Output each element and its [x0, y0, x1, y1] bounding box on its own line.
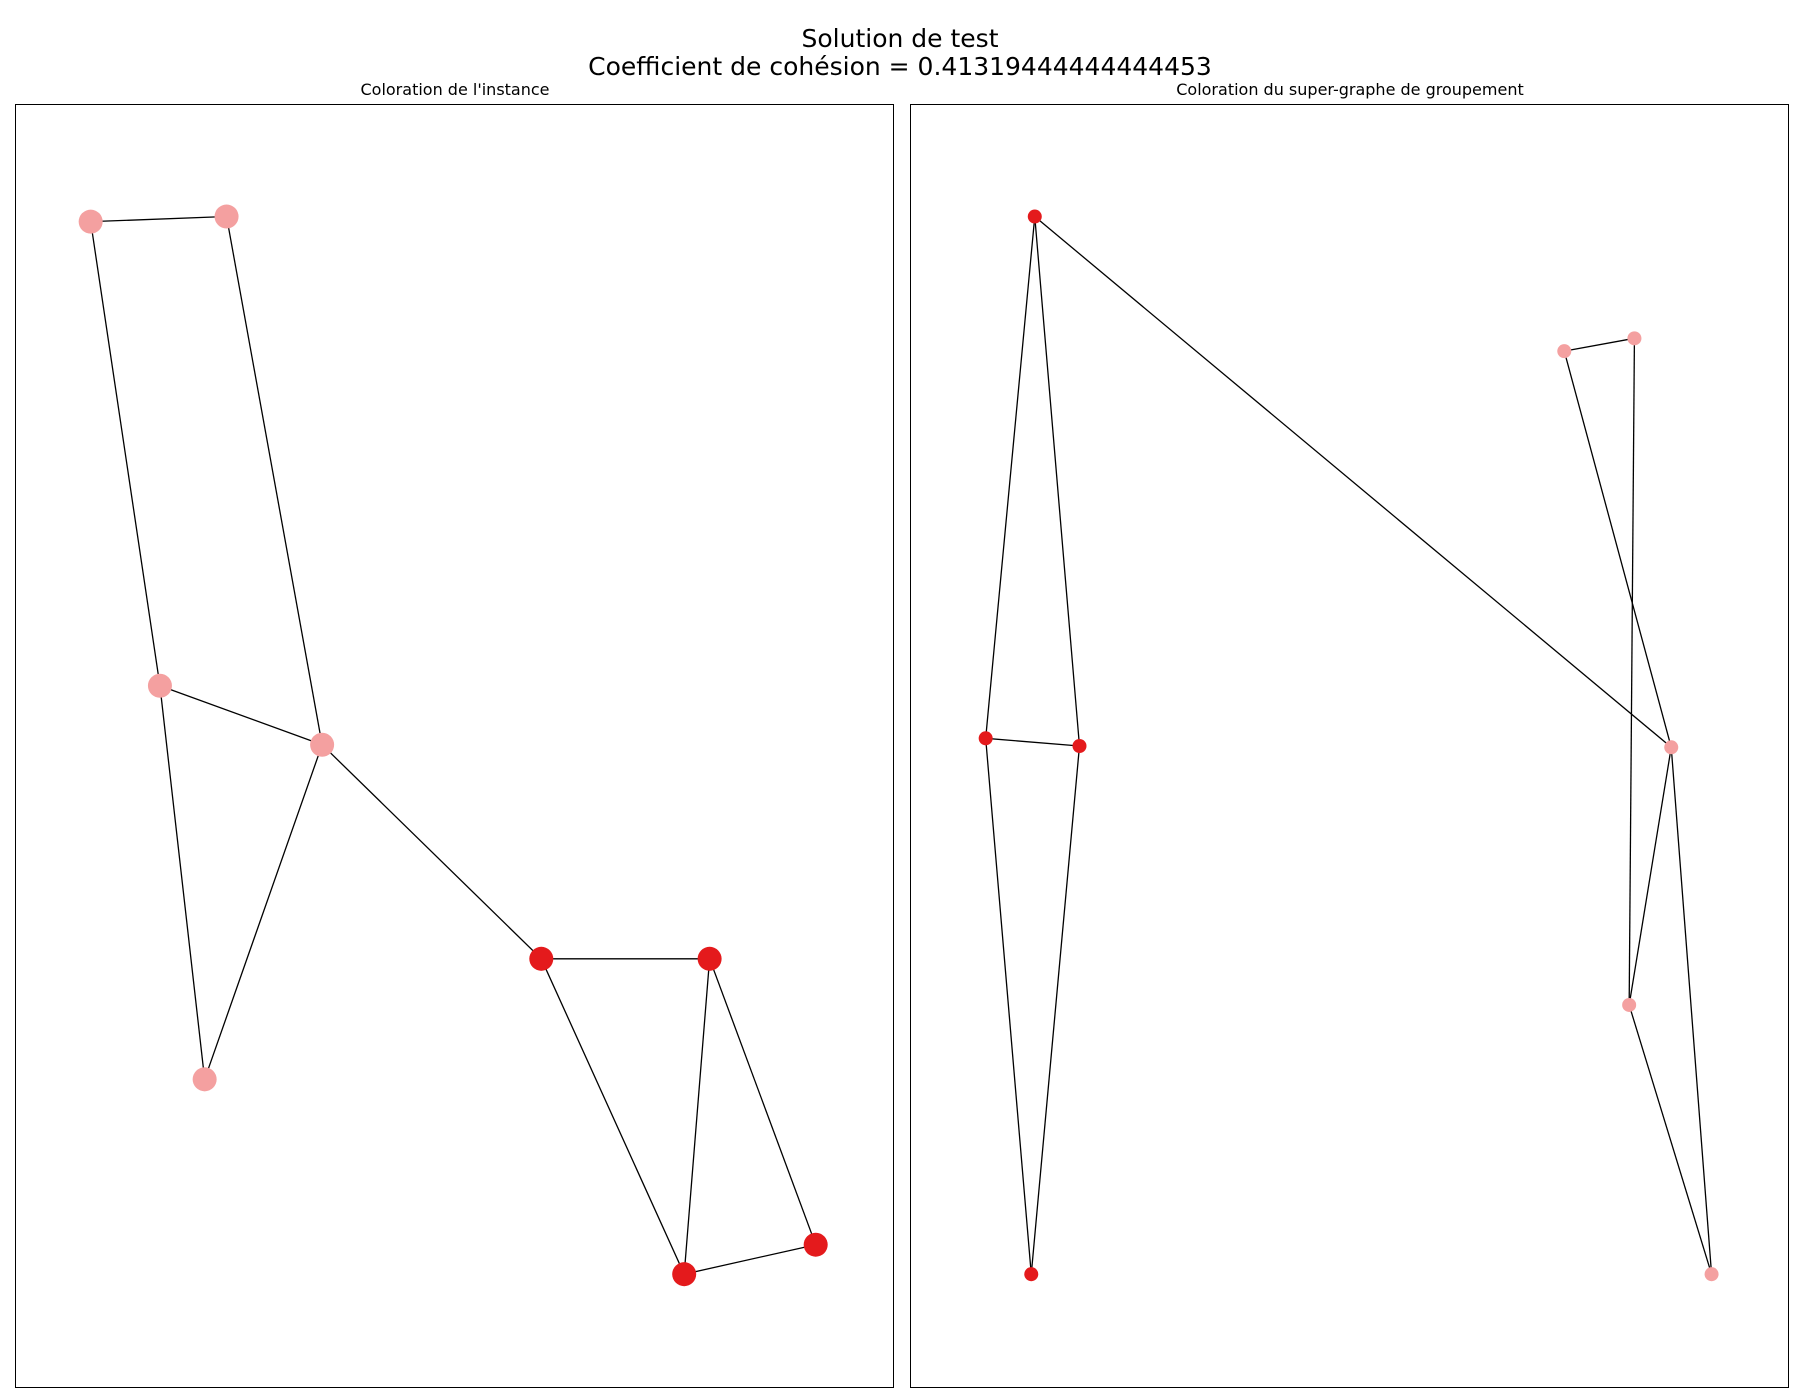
graph-edge-n8-n9: [684, 1244, 816, 1275]
graph-node-s6: [1627, 331, 1642, 346]
graph-edge-n3-n5: [159, 685, 206, 1080]
graph-edge-s2-s3: [985, 737, 1080, 747]
graph-edge-n4-n6: [321, 744, 542, 960]
graph-edge-s5-s7: [1563, 350, 1672, 748]
left-panel-title: Coloration de l'instance: [360, 80, 550, 99]
graph-node-n7: [697, 946, 722, 971]
graph-node-s3: [1072, 738, 1087, 754]
graph-edge-s3-s4: [1030, 745, 1081, 1275]
graph-node-s2: [978, 731, 993, 746]
graph-node-s5: [1557, 344, 1572, 359]
graph-node-s9: [1704, 1267, 1719, 1282]
instance-graph: [78, 204, 828, 1287]
instance-graph-panel: [15, 104, 894, 1388]
supergraph-panel: [910, 104, 1789, 1388]
graph-edge-n1-n3: [90, 221, 161, 686]
graph-edge-n6-n8: [540, 958, 685, 1275]
graph-edge-s8-s9: [1628, 1004, 1713, 1275]
graph-node-s1: [1027, 209, 1042, 224]
graph-edge-s2-s4: [985, 738, 1032, 1275]
graph-node-n1: [78, 209, 103, 234]
graph-edge-n7-n8: [683, 958, 711, 1275]
figure-title: Solution de test: [801, 24, 999, 53]
graph-edge-s7-s8: [1628, 747, 1672, 1006]
graph-node-s8: [1622, 997, 1637, 1012]
graph-edge-n3-n4: [159, 685, 323, 746]
graph-node-n3: [147, 673, 172, 698]
graph-edge-n2-n4: [225, 216, 323, 745]
right-panel-title: Coloration du super-graphe de groupement: [1176, 80, 1524, 99]
graph-node-n9: [803, 1232, 828, 1257]
graph-edge-s5-s6: [1564, 337, 1635, 352]
graph-node-n4: [310, 732, 335, 757]
graph-edge-s1-s7: [1034, 216, 1672, 748]
supergraph-graph: [978, 209, 1719, 1282]
figure-subtitle-cohesion: Coefficient de cohésion = 0.413194444444…: [588, 52, 1212, 81]
graph-edge-n4-n5: [204, 744, 323, 1080]
graph-edge-s6-s8: [1628, 338, 1636, 1005]
graph-edge-s1-s2: [985, 216, 1036, 739]
graph-edge-s7-s9: [1670, 747, 1713, 1275]
graph-edge-s1-s3: [1034, 216, 1081, 747]
graph-edge-n7-n9: [709, 958, 817, 1245]
graph-node-n2: [214, 204, 239, 229]
graph-node-n5: [192, 1067, 217, 1092]
graph-edge-n1-n2: [90, 215, 227, 223]
graph-node-n6: [529, 946, 554, 971]
graph-node-s7: [1664, 740, 1679, 755]
graph-node-n8: [672, 1262, 697, 1287]
graph-node-s4: [1024, 1267, 1039, 1282]
